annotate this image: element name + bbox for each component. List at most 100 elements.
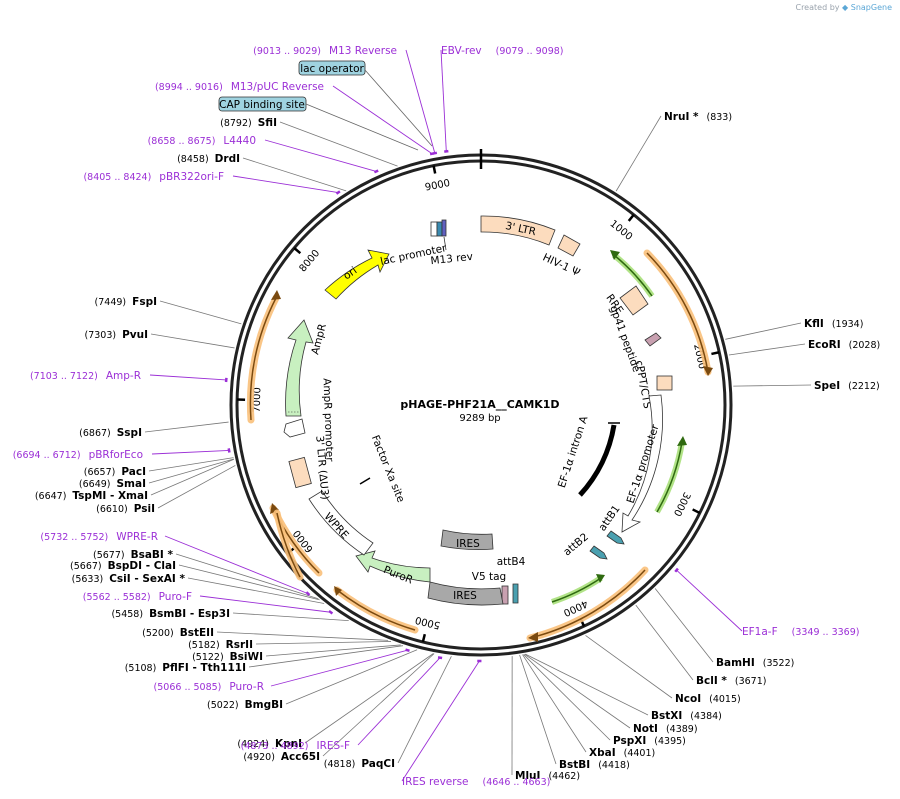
enzyme-site: (5182)RsrII — [188, 639, 253, 651]
enzyme-name: BstBI — [559, 759, 590, 771]
primer-site: (5732 .. 5752)WPRE-R — [40, 531, 158, 543]
enzyme-name: TspMI - XmaI — [72, 490, 148, 502]
feature-ampr — [285, 319, 314, 417]
primer-leader — [232, 175, 339, 193]
feature-ef1a-intron — [578, 424, 617, 497]
enzyme-position: (8458) — [177, 154, 209, 165]
feature-ef1a-promoter — [621, 394, 663, 533]
enzyme-position: (2212) — [848, 381, 880, 392]
orf-arc-line — [529, 569, 646, 639]
enzyme-name: BspDI - ClaI — [108, 560, 176, 572]
site-labels: NruI *(833)KflI(1934)EcoRI(2028)SpeI(221… — [13, 45, 881, 788]
enzyme-site: (7449)FspI — [95, 296, 157, 308]
primer-sites — [149, 49, 743, 782]
primer-mark — [328, 610, 334, 615]
feature-lac-operator-mark — [436, 221, 443, 237]
enzyme-leader — [524, 653, 631, 729]
enzyme-position: (4818) — [324, 759, 356, 770]
primer-site: EBV-rev(9079 .. 9098) — [441, 45, 564, 57]
feature-factor-xa — [359, 477, 371, 485]
primer-site: (9013 .. 9029)M13 Reverse — [253, 45, 397, 57]
enzyme-position: (4418) — [598, 760, 630, 771]
orf-arrowhead — [271, 290, 281, 300]
enzyme-site: BstXI(4384) — [651, 710, 722, 722]
primer-position: (4646 .. 4663) — [483, 777, 551, 788]
primer-name: L4440 — [223, 135, 256, 147]
feature-ires-upper-label: IRES — [456, 538, 480, 550]
green-arcs — [551, 250, 687, 605]
enzyme-name: BstXI — [651, 710, 682, 722]
feature-ampr-label: AmpR — [309, 323, 329, 356]
enzyme-site: (7303)PvuI — [84, 329, 148, 341]
enzyme-position: (8792) — [220, 118, 252, 129]
enzyme-leader — [654, 588, 714, 663]
enzyme-name: NotI — [633, 723, 658, 735]
enzyme-name: PaqCI — [361, 758, 395, 770]
feature-ampr-promoter-label: AmpR promoter — [321, 378, 336, 462]
primer-name: IRES-F — [316, 740, 350, 752]
primer-site: EF1a-F(3349 .. 3369) — [742, 626, 859, 638]
enzyme-site: (5677)BsaBI * — [93, 549, 173, 561]
enzyme-position: (3522) — [763, 658, 795, 669]
feature-gp41 — [644, 332, 662, 347]
enzyme-name: SpeI — [814, 380, 840, 392]
primer-leader — [332, 85, 433, 155]
enzyme-site: (4920)Acc65I — [243, 751, 320, 763]
primer-position: (9079 .. 9098) — [496, 46, 564, 57]
primer-site: (8405 .. 8424)pBR322ori-F — [83, 171, 224, 183]
enzyme-position: (4924) — [237, 739, 269, 750]
primer-mark — [373, 169, 379, 174]
enzyme-position: (5182) — [188, 640, 220, 651]
enzyme-position: (4920) — [243, 752, 275, 763]
enzyme-position: (7449) — [95, 297, 127, 308]
primer-leader — [149, 374, 227, 381]
primer-leader — [676, 569, 743, 632]
primer-mark — [674, 567, 679, 573]
enzyme-leader — [733, 384, 812, 387]
enzyme-position: (4462) — [548, 771, 580, 782]
lac-operator-box — [298, 60, 366, 76]
orf-arrowhead — [334, 586, 342, 596]
green-arc — [551, 575, 603, 605]
primer-position: (9013 .. 9029) — [253, 46, 321, 57]
primer-position: (8658 .. 8675) — [148, 136, 216, 147]
tick-label: 3000 — [671, 490, 692, 518]
feature-3ltr — [480, 215, 556, 246]
enzyme-site: MluI (4462) — [515, 770, 580, 782]
orf-arc-line — [276, 512, 301, 578]
primer-site: (7103 .. 7122)Amp-R — [30, 370, 141, 382]
enzyme-leader — [523, 654, 611, 741]
primer-position: (5066 .. 5085) — [154, 682, 222, 693]
enzyme-site: (5667)BspDI - ClaI — [70, 560, 176, 572]
enzyme-leader — [285, 649, 418, 705]
enzyme-site: BclI *(3671) — [696, 675, 766, 687]
primer-mark — [429, 152, 435, 156]
orf-arrowhead — [703, 366, 713, 376]
enzyme-position: (4389) — [666, 724, 698, 735]
enzyme-leader — [242, 157, 347, 192]
tick-mark — [711, 351, 720, 356]
enzyme-position: (6867) — [79, 428, 111, 439]
enzyme-name: BamHI — [716, 657, 755, 669]
primer-name: WPRE-R — [116, 531, 158, 543]
primer-leader — [151, 449, 230, 455]
credit-prefix: Created by — [795, 3, 840, 12]
enzyme-name: BsmBI - Esp3I — [149, 608, 230, 620]
enzyme-name: BmgBI — [245, 699, 283, 711]
enzyme-leader — [248, 645, 404, 668]
feature-hiv1-psi — [557, 234, 581, 257]
enzyme-site: (8458)DrdI — [177, 153, 240, 165]
enzyme-position: (6610) — [96, 504, 128, 515]
enzyme-leader — [635, 604, 694, 681]
enzyme-leader — [725, 322, 802, 340]
primer-site: (5562 .. 5582)Puro-F — [83, 591, 192, 603]
enzyme-site: (6647)TspMI - XmaI — [35, 490, 148, 502]
feature-3ltr-du3-label: 3' LTR (ΔU3) — [313, 435, 331, 500]
enzyme-leader — [159, 300, 242, 325]
tick-mark — [432, 165, 437, 174]
enzyme-name: MluI — [515, 770, 540, 782]
tick-mark — [692, 508, 701, 515]
enzyme-site: XbaI(4401) — [589, 747, 655, 759]
enzyme-site: SpeI (2212) — [814, 380, 880, 392]
primer-position: (8994 .. 9016) — [155, 82, 223, 93]
